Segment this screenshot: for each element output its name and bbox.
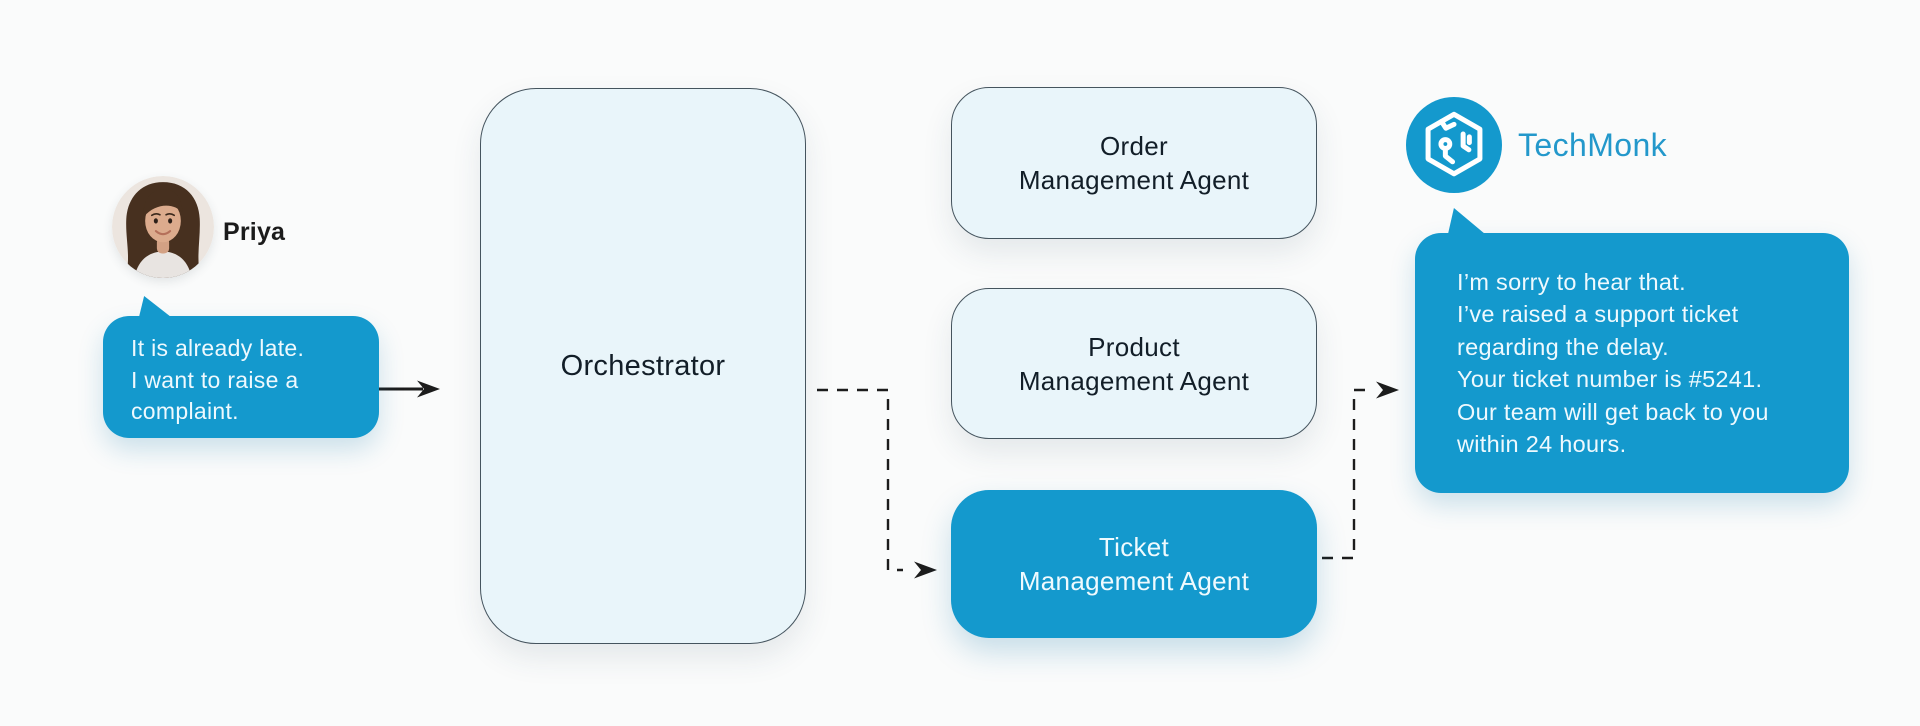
message-line: complaint. — [131, 398, 239, 424]
reply-line: Our team will get back to you — [1457, 398, 1769, 425]
bot-reply-bubble: I’m sorry to hear that. I’ve raised a su… — [1415, 208, 1849, 493]
reply-line: within 24 hours. — [1457, 431, 1627, 458]
agent-box-ticket: Ticket Management Agent — [951, 490, 1317, 638]
reply-line: Your ticket number is #5241. — [1457, 366, 1763, 393]
user-to-orchestrator-arrow — [379, 380, 440, 398]
user-avatar — [112, 176, 214, 278]
brand-name-label: TechMonk — [1518, 126, 1668, 163]
orchestrator-label: Orchestrator — [560, 349, 726, 382]
agent-label-line: Management Agent — [1018, 566, 1250, 596]
bubble-tail — [1448, 208, 1485, 234]
agent-box-order: Order Management Agent — [951, 87, 1317, 239]
user-message-bubble: It is already late. I want to raise a co… — [103, 296, 379, 438]
user-name-label: Priya — [223, 218, 286, 246]
techmonk-circuit-cube-icon — [1406, 97, 1502, 193]
agent-label-line: Order — [1100, 131, 1168, 161]
agent-label-line: Product — [1088, 331, 1180, 362]
agent-label-line: Management Agent — [1018, 165, 1250, 195]
agent-label-line: Management Agent — [1018, 365, 1250, 396]
ticket-to-reply-connector — [1322, 381, 1399, 560]
message-line: It is already late. — [131, 335, 305, 361]
reply-line: regarding the delay. — [1457, 333, 1669, 360]
reply-line: I’ve raised a support ticket — [1457, 301, 1739, 328]
orchestrator-to-ticket-connector — [817, 388, 937, 579]
techmonk-brand: TechMonk — [1406, 97, 1667, 193]
message-line: I want to raise a — [131, 366, 299, 393]
bubble-tail — [139, 296, 171, 317]
orchestrator-box: Orchestrator — [480, 88, 806, 644]
agent-label-line: Ticket — [1098, 532, 1170, 562]
reply-line: I’m sorry to hear that. — [1457, 269, 1686, 295]
agent-box-product: Product Management Agent — [951, 288, 1317, 439]
woman-portrait-icon — [112, 176, 214, 278]
